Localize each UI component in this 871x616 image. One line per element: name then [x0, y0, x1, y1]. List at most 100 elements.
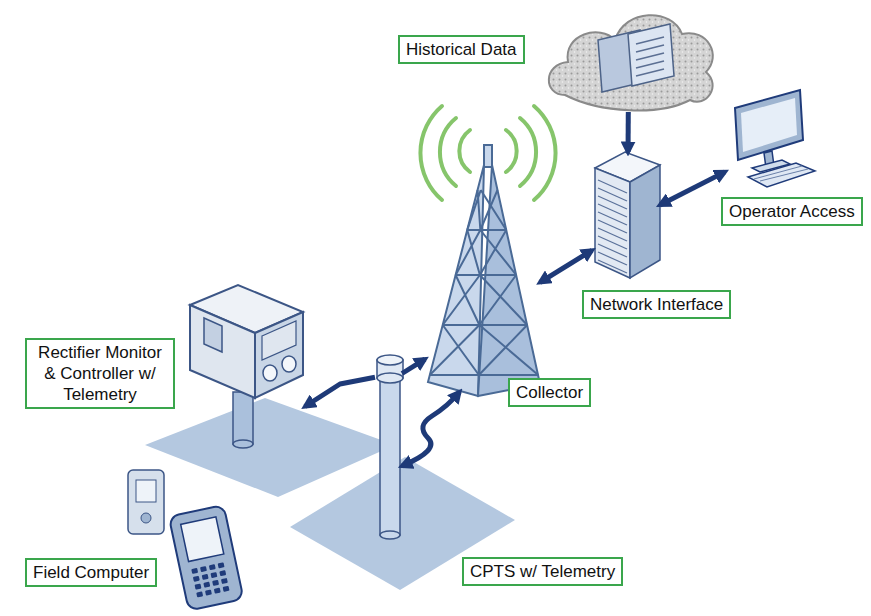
- operator-workstation-part: [748, 163, 815, 187]
- field-computer-part: [169, 505, 244, 611]
- collector-tower-part: [484, 145, 492, 167]
- rectifier-cabinet-part: [190, 305, 255, 398]
- telemetry-arrow: [660, 172, 725, 205]
- operator-workstation-part: [735, 90, 803, 160]
- field-computer-part-part-part: [210, 572, 217, 578]
- field-computer-part-part-part: [191, 568, 198, 574]
- collector-tower-part-part: [459, 130, 470, 172]
- test-station-post-part: [380, 531, 400, 539]
- collector-tower-part-part: [456, 230, 517, 275]
- cloud-storage-part-part: [636, 45, 664, 52]
- test-station-post-part: [380, 375, 400, 535]
- collector-tower-part-part: [430, 325, 538, 375]
- field-computer: [128, 470, 244, 611]
- collector-tower-part-part: [506, 130, 517, 172]
- cloud-storage-part-part: [636, 37, 664, 44]
- operator-workstation-part-part: [760, 169, 808, 181]
- server-rack-part-part: [598, 244, 627, 257]
- server-rack-part: [598, 180, 627, 273]
- node-label: Operator Access: [721, 197, 863, 226]
- operator-workstation-part: [741, 98, 797, 152]
- server-rack-part-part: [598, 228, 627, 241]
- node-label: Field Computer: [25, 558, 157, 587]
- server-rack-part-part: [598, 204, 627, 217]
- collector-tower-part-part: [420, 106, 442, 200]
- server-rack-part: [630, 165, 660, 278]
- collector-tower-part-part: [520, 118, 536, 186]
- illustrated-node: Network Interface: [592, 152, 660, 278]
- cloud-storage: [549, 15, 713, 110]
- collector-tower-part-part: [534, 106, 556, 200]
- field-computer-part-part-part: [200, 566, 207, 572]
- server-rack-part-part: [598, 212, 627, 225]
- field-computer-part: [128, 470, 164, 534]
- rectifier-cabinet-part: [233, 392, 253, 444]
- operator-workstation: [735, 90, 815, 187]
- test-station-post: [377, 355, 403, 539]
- field-computer-part-part-part: [202, 574, 209, 580]
- rectifier-cabinet: [190, 285, 303, 448]
- node-label: Collector: [508, 378, 591, 407]
- rectifier-cabinet-part: [255, 312, 303, 398]
- illustrated-node: CPTS w/ Telemetry: [375, 355, 402, 540]
- node-label: Network Interface: [582, 290, 731, 319]
- cloud-storage-part-part: [636, 61, 664, 68]
- server-rack-part-part: [598, 260, 627, 273]
- field-computer-part-part-part: [214, 588, 221, 594]
- collector-tower-part-part: [467, 190, 506, 230]
- server-rack-part: [595, 168, 630, 278]
- field-computer-part-part-part: [205, 589, 212, 595]
- collector-tower-part-part: [443, 275, 527, 325]
- server-rack-part-part: [598, 236, 627, 249]
- node-label: CPTS w/ Telemetry: [462, 557, 623, 586]
- rectifier-cabinet-part: [263, 365, 277, 381]
- illustrated-node: Rectifier Monitor & Controller w/ Teleme…: [190, 285, 305, 420]
- server-rack: [595, 152, 660, 278]
- field-computer-part-part-part: [193, 576, 200, 582]
- telemetry-arrow: [402, 359, 425, 373]
- collector-tower: [420, 106, 555, 396]
- field-computer-part-part-part: [195, 584, 202, 590]
- telemetry-arrow: [540, 250, 592, 282]
- cloud-storage-part: [549, 15, 713, 110]
- ground-pad: [145, 398, 395, 497]
- test-station-post-part: [377, 373, 403, 383]
- cloud-storage-part-part: [636, 69, 664, 76]
- node-label: Historical Data: [398, 35, 525, 64]
- node-label: Rectifier Monitor & Controller w/ Teleme…: [25, 338, 175, 409]
- field-computer-part-part-part: [203, 582, 210, 588]
- server-rack-part-part: [598, 180, 627, 193]
- rectifier-cabinet-part: [282, 356, 296, 372]
- collector-tower-part: [420, 106, 555, 200]
- server-rack-part-part: [598, 252, 627, 265]
- rectifier-cabinet-part: [262, 321, 296, 360]
- field-computer-part-part: [169, 505, 244, 611]
- field-computer-part: [136, 480, 156, 502]
- illustrated-node: Field Computer: [125, 465, 235, 605]
- rectifier-cabinet-part: [204, 318, 222, 352]
- test-station-post-part: [377, 355, 403, 365]
- server-rack-part-part: [598, 188, 627, 201]
- illustrated-node: Historical Data: [545, 2, 715, 112]
- telemetry-arrow: [626, 112, 631, 152]
- field-computer-part-part-part: [223, 586, 230, 592]
- field-computer-part-part-part: [209, 564, 216, 570]
- field-computer-part-part-part: [196, 591, 203, 597]
- illustrated-node: Operator Access: [725, 90, 815, 182]
- cloud-storage-part-part: [636, 53, 664, 60]
- collector-tower-part: [430, 190, 538, 375]
- collector-tower-part-part: [440, 118, 456, 186]
- cloud-storage-part: [628, 24, 674, 86]
- field-computer-part: [141, 513, 151, 523]
- telemetry-arrow: [305, 377, 375, 406]
- server-rack-part-part: [598, 220, 627, 233]
- field-computer-part-part-part: [218, 562, 225, 568]
- illustrated-node: Collector: [425, 118, 540, 392]
- field-computer-part-part-part: [212, 580, 219, 586]
- cloud-storage-part: [636, 37, 664, 76]
- operator-workstation-part: [754, 166, 808, 181]
- field-computer-part-part-part: [221, 578, 228, 584]
